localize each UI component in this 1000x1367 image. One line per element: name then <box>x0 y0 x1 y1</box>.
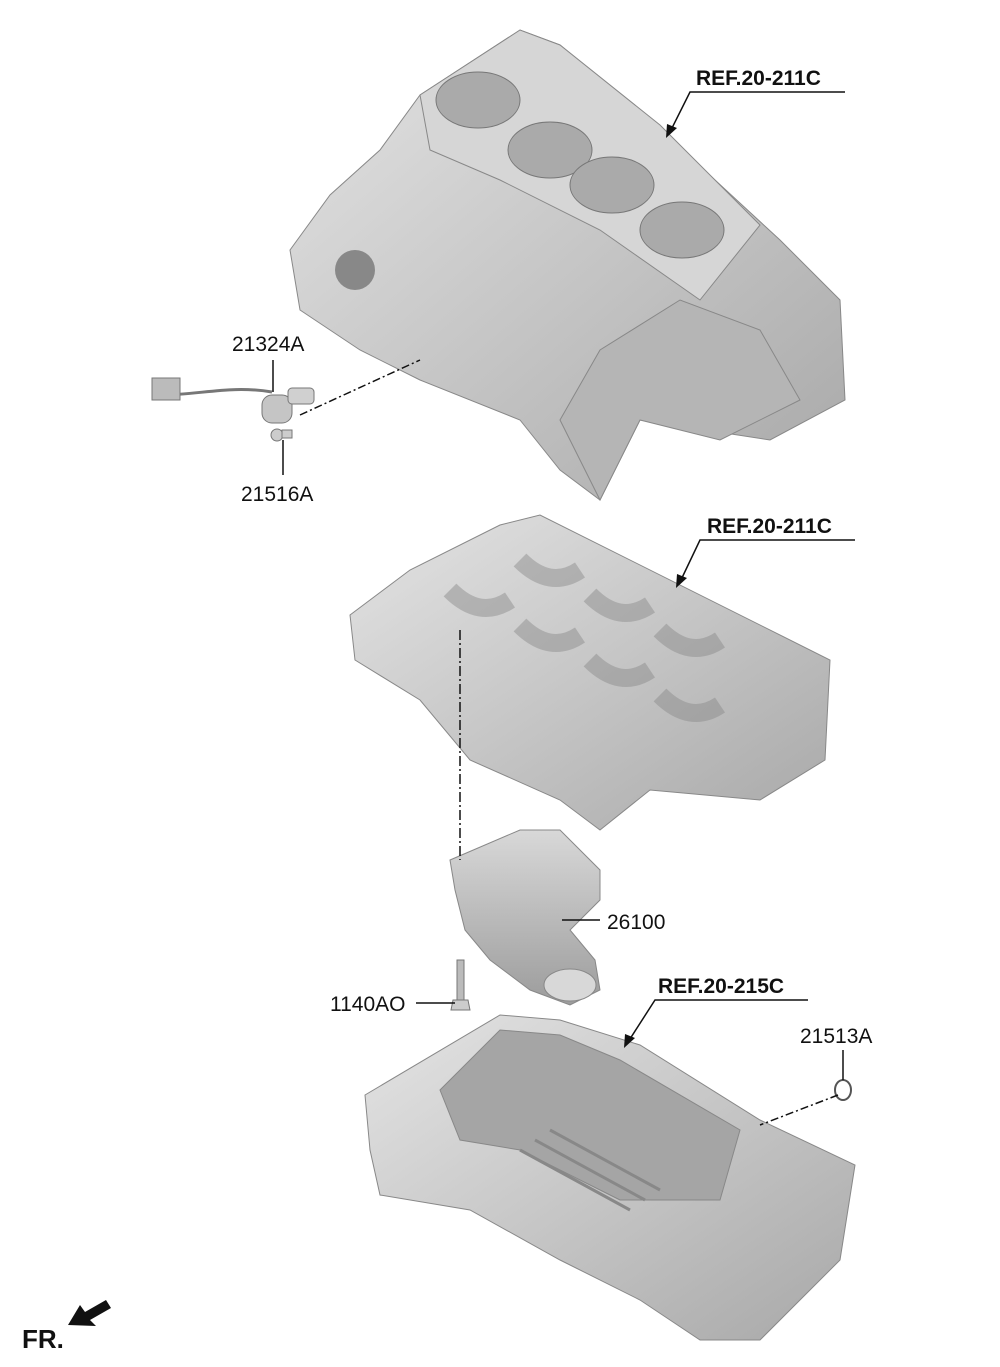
arrowheads <box>624 124 687 1048</box>
drain-plug-gasket <box>834 1079 852 1101</box>
part-label-21513a: 21513A <box>800 1025 873 1048</box>
ladder-frame <box>349 514 831 831</box>
solenoid-bolt <box>270 428 293 442</box>
oil-pan <box>364 1014 856 1341</box>
part-label-21516a: 21516A <box>241 483 314 506</box>
pump-bolt <box>450 959 471 1011</box>
ref-label-cylinder-block: REF.20-211C <box>696 67 821 90</box>
part-label-1140ao: 1140AO <box>330 993 406 1016</box>
oil-pump <box>449 829 601 1006</box>
ref-label-oil-pan: REF.20-215C <box>658 975 785 998</box>
front-direction-label: FR. <box>22 1324 64 1354</box>
leader-lines <box>272 91 855 1126</box>
ref-label-ladder-frame: REF.20-211C <box>707 515 832 538</box>
cylinder-block <box>289 29 846 502</box>
part-label-26100: 26100 <box>607 911 666 934</box>
front-arrow-icon <box>68 1300 111 1326</box>
oil-control-solenoid <box>151 377 315 424</box>
part-label-21324a: 21324A <box>232 333 305 356</box>
